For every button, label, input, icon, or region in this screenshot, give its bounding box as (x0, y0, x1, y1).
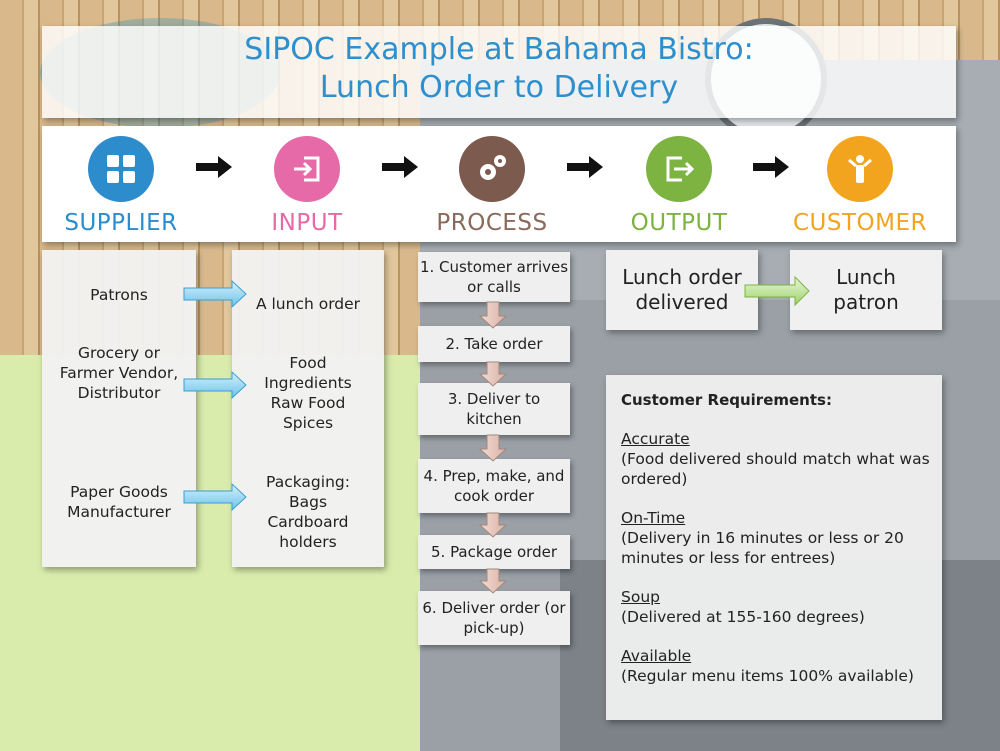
requirement-heading: Available (621, 647, 692, 665)
requirement-text: (Delivered at 155-160 degrees) (621, 608, 865, 626)
slide-title-line2: Lunch Order to Delivery (319, 70, 679, 105)
suppliers-box: Patrons Grocery or Farmer Vendor, Distri… (42, 250, 196, 567)
supplier-item: Grocery or Farmer Vendor, Distributor (59, 344, 179, 402)
header-input: INPUT (222, 136, 392, 236)
arrow-right-icon (382, 156, 418, 178)
person-icon (827, 136, 893, 202)
exit-icon (646, 136, 712, 202)
down-arrow-icon (478, 568, 508, 594)
down-arrow-icon (478, 434, 508, 462)
input-item: Packaging: Bags Cardboard holders (266, 473, 350, 551)
input-item: Food Ingredients Raw Food Spices (264, 354, 352, 432)
output-box: Lunch order delivered (606, 250, 758, 330)
gears-icon (459, 136, 525, 202)
process-step: 3. Deliver to kitchen (418, 383, 570, 435)
enter-icon (274, 136, 340, 202)
process-step: 5. Package order (418, 535, 570, 569)
requirement-text: (Delivery in 16 minutes or less or 20 mi… (621, 529, 904, 567)
title-panel: SIPOC Example at Bahama Bistro: Lunch Or… (42, 26, 956, 118)
requirement-text: (Regular menu items 100% available) (621, 667, 914, 685)
requirements-title: Customer Requirements: (621, 391, 832, 409)
requirement-heading: Soup (621, 588, 660, 606)
process-step: 1. Customer arrives or calls (418, 252, 570, 302)
supplier-input-arrow (183, 370, 247, 400)
header-supplier-label: SUPPLIER (64, 210, 178, 236)
header-process: PROCESS (407, 136, 577, 236)
arrow-right-icon (196, 156, 232, 178)
input-item: A lunch order (255, 295, 361, 313)
sipoc-header-bar: SUPPLIER INPUT PROCESS OUTPUT CUSTOMER (42, 126, 956, 242)
process-step: 4. Prep, make, and cook order (418, 459, 570, 513)
slide-title-line1: SIPOC Example at Bahama Bistro: (244, 32, 754, 67)
customer-box: Lunch patron (790, 250, 942, 330)
supplier-input-arrow (183, 482, 247, 512)
process-step: 6. Deliver order (or pick-up) (418, 591, 570, 645)
header-customer-label: CUSTOMER (792, 210, 927, 236)
supplier-input-arrow (183, 279, 247, 309)
header-process-label: PROCESS (436, 210, 548, 236)
down-arrow-icon (478, 512, 508, 538)
down-arrow-icon (478, 361, 508, 387)
requirement-heading: Accurate (621, 430, 690, 448)
process-step: 2. Take order (418, 326, 570, 362)
customer-requirements-box: Customer Requirements: Accurate (Food de… (606, 375, 942, 720)
arrow-right-icon (567, 156, 603, 178)
supplier-item: Patrons (90, 286, 148, 304)
requirement-heading: On-Time (621, 509, 686, 527)
header-input-label: INPUT (271, 210, 343, 236)
inputs-box: A lunch order Food Ingredients Raw Food … (232, 250, 384, 567)
output-customer-arrow (744, 275, 810, 307)
header-customer: CUSTOMER (775, 136, 945, 236)
header-output-label: OUTPUT (630, 210, 728, 236)
boxes-icon (88, 136, 154, 202)
down-arrow-icon (478, 301, 508, 329)
supplier-item: Paper Goods Manufacturer (67, 483, 171, 521)
header-supplier: SUPPLIER (36, 136, 206, 236)
requirement-text: (Food delivered should match what was or… (621, 450, 930, 488)
header-output: OUTPUT (594, 136, 764, 236)
arrow-right-icon (753, 156, 789, 178)
